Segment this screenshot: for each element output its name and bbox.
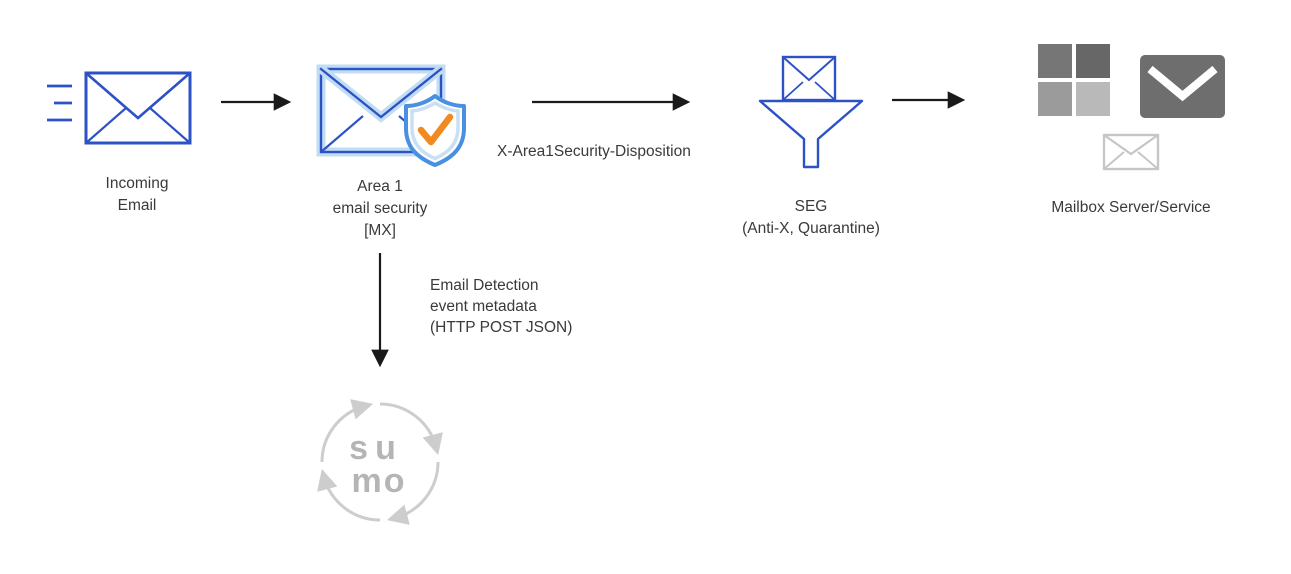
area1-email-security-icon (316, 64, 466, 167)
ms-square-4 (1076, 82, 1110, 116)
envelope-folds (782, 81, 836, 101)
envelope-flap-outline (320, 68, 442, 119)
shield-icon (404, 94, 466, 167)
sumo-logo-text-line2: mo (352, 462, 407, 500)
shield-inner-band (410, 100, 460, 161)
shield-outline (404, 94, 466, 167)
envelope-flap (85, 72, 191, 120)
seg-funnel-icon (758, 55, 864, 169)
disposition-edge-label: X-Area1Security-Disposition (497, 143, 691, 160)
flow-arrow-seg-to-mailbox (892, 91, 966, 109)
mailbox-label: Mailbox Server/Service (1051, 199, 1211, 216)
speed-lines (47, 84, 72, 122)
incoming-email-icon (47, 71, 192, 145)
detection-edge-label: Email Detection event metadata (HTTP POS… (430, 277, 573, 336)
checkmark-icon (417, 113, 454, 146)
seg-label: SEG (Anti-X, Quarantine) (742, 198, 880, 237)
circular-arrows-icon (317, 399, 443, 525)
envelope-body (84, 71, 192, 145)
gmail-body (1140, 55, 1225, 118)
ms-square-2 (1076, 44, 1110, 78)
ms-square-3 (1038, 82, 1072, 116)
microsoft-logo-icon (1038, 44, 1110, 116)
flow-arrow-area1-to-sumo (371, 253, 389, 368)
envelope-folds (85, 107, 191, 144)
flow-arrow-area1-to-seg (532, 93, 691, 111)
gmail-m-shape (1147, 65, 1218, 102)
sumo-logic-logo: su mo (317, 399, 443, 525)
envelope-flap (782, 56, 836, 82)
envelope-folds (1103, 151, 1159, 170)
flow-arrow-incoming-to-area1 (221, 93, 292, 111)
envelope-flap (1103, 134, 1159, 156)
funnel-shape (758, 99, 864, 169)
sumo-logo-text-line1: su (349, 429, 403, 467)
ms-square-1 (1038, 44, 1072, 78)
gmail-envelope-icon (1140, 55, 1225, 118)
area1-label: Area 1 email security [MX] (332, 178, 428, 239)
small-envelope-icon (1102, 133, 1160, 171)
incoming-email-label: Incoming Email (105, 175, 169, 214)
